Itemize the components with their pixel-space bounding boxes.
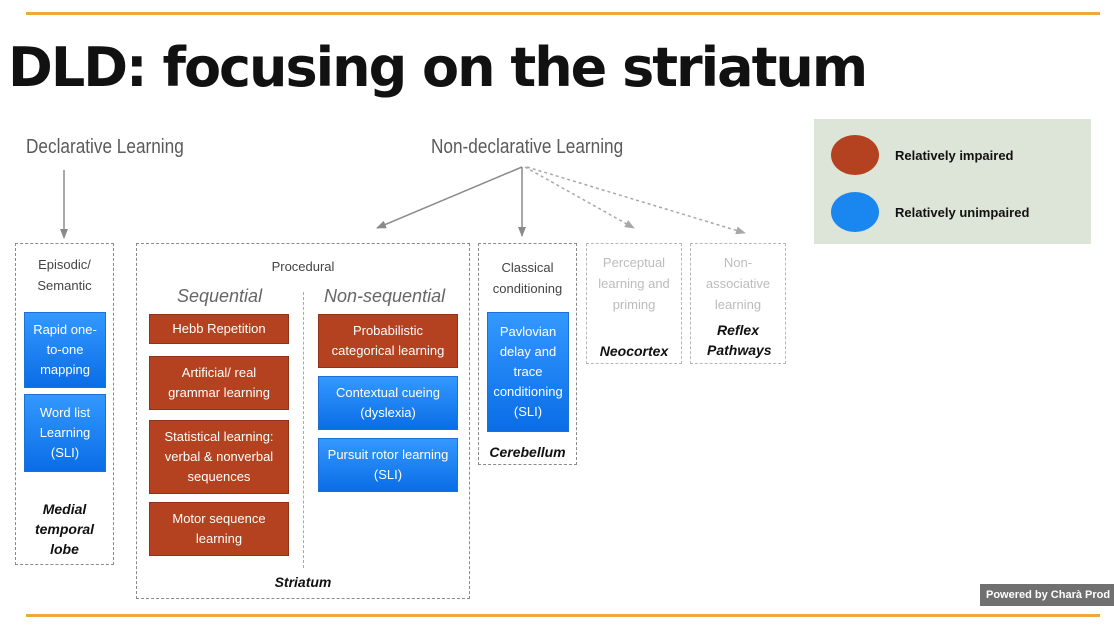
nonassociative-learning-label: Non-associative learning [705, 255, 771, 312]
arrow-to-perceptual [524, 166, 635, 229]
grammar-learning-box: Artificial/ real grammar learning [149, 356, 289, 410]
powered-by-watermark: Powered by Charà Prod [980, 584, 1114, 606]
pavlovian-conditioning-box: Pavlovian delay and trace conditioning (… [487, 312, 569, 432]
arrow-to-nonassociative [526, 166, 746, 235]
episodic-semantic-box: Episodic/ Semantic Rapid one-to-one mapp… [15, 243, 114, 565]
motor-sequence-learning-box: Motor sequence learning [149, 502, 289, 556]
classical-conditioning-box: Classical conditioning Pavlovian delay a… [478, 243, 577, 465]
striatum-label: Striatum [274, 574, 332, 590]
pursuit-rotor-box: Pursuit rotor learning (SLI) [318, 438, 458, 492]
neocortex-label: Neocortex [599, 343, 669, 359]
classical-conditioning-label: Classical conditioning [492, 260, 563, 296]
reflex-pathways-label: Reflex Pathways [707, 322, 772, 358]
arrow-to-procedural [376, 166, 523, 229]
impaired-swatch [831, 135, 879, 175]
probabilistic-learning-box: Probabilistic categorical learning [318, 314, 458, 368]
perceptual-learning-label: Perceptual learning and priming [598, 255, 670, 312]
episodic-semantic-label: Episodic/ Semantic [37, 257, 92, 293]
word-list-learning-box: Word list Learning (SLI) [24, 394, 106, 472]
sequential-label: Sequential [177, 286, 263, 306]
unimpaired-legend-label: Relatively unimpaired [895, 205, 1030, 220]
bottom-rule [26, 614, 1100, 617]
perceptual-learning-box: Perceptual learning and priming Neocorte… [586, 243, 682, 364]
medial-temporal-lobe-label: Medial temporal lobe [34, 501, 95, 557]
nonsequential-label: Non-sequential [324, 286, 446, 306]
unimpaired-swatch [831, 192, 879, 232]
hebb-repetition-box: Hebb Repetition [149, 314, 289, 344]
procedural-box: Procedural Sequential Non-sequential Heb… [136, 243, 470, 599]
slide-title: DLD: focusing on the striatum [8, 36, 868, 99]
procedural-label: Procedural [271, 259, 335, 274]
impaired-legend-label: Relatively impaired [895, 148, 1014, 163]
top-rule [26, 12, 1100, 15]
contextual-cueing-box: Contextual cueing (dyslexia) [318, 376, 458, 430]
declarative-header: Declarative Learning [26, 136, 184, 158]
statistical-learning-box: Statistical learning: verbal & nonverbal… [149, 420, 289, 494]
legend: Relatively impaired Relatively unimpaire… [814, 119, 1091, 244]
nondeclarative-header: Non-declarative Learning [431, 136, 624, 158]
rapid-mapping-box: Rapid one-to-one mapping [24, 312, 106, 388]
procedural-divider [303, 292, 304, 568]
cerebellum-label: Cerebellum [489, 444, 566, 460]
nonassociative-learning-box: Non-associative learning Reflex Pathways [690, 243, 786, 364]
